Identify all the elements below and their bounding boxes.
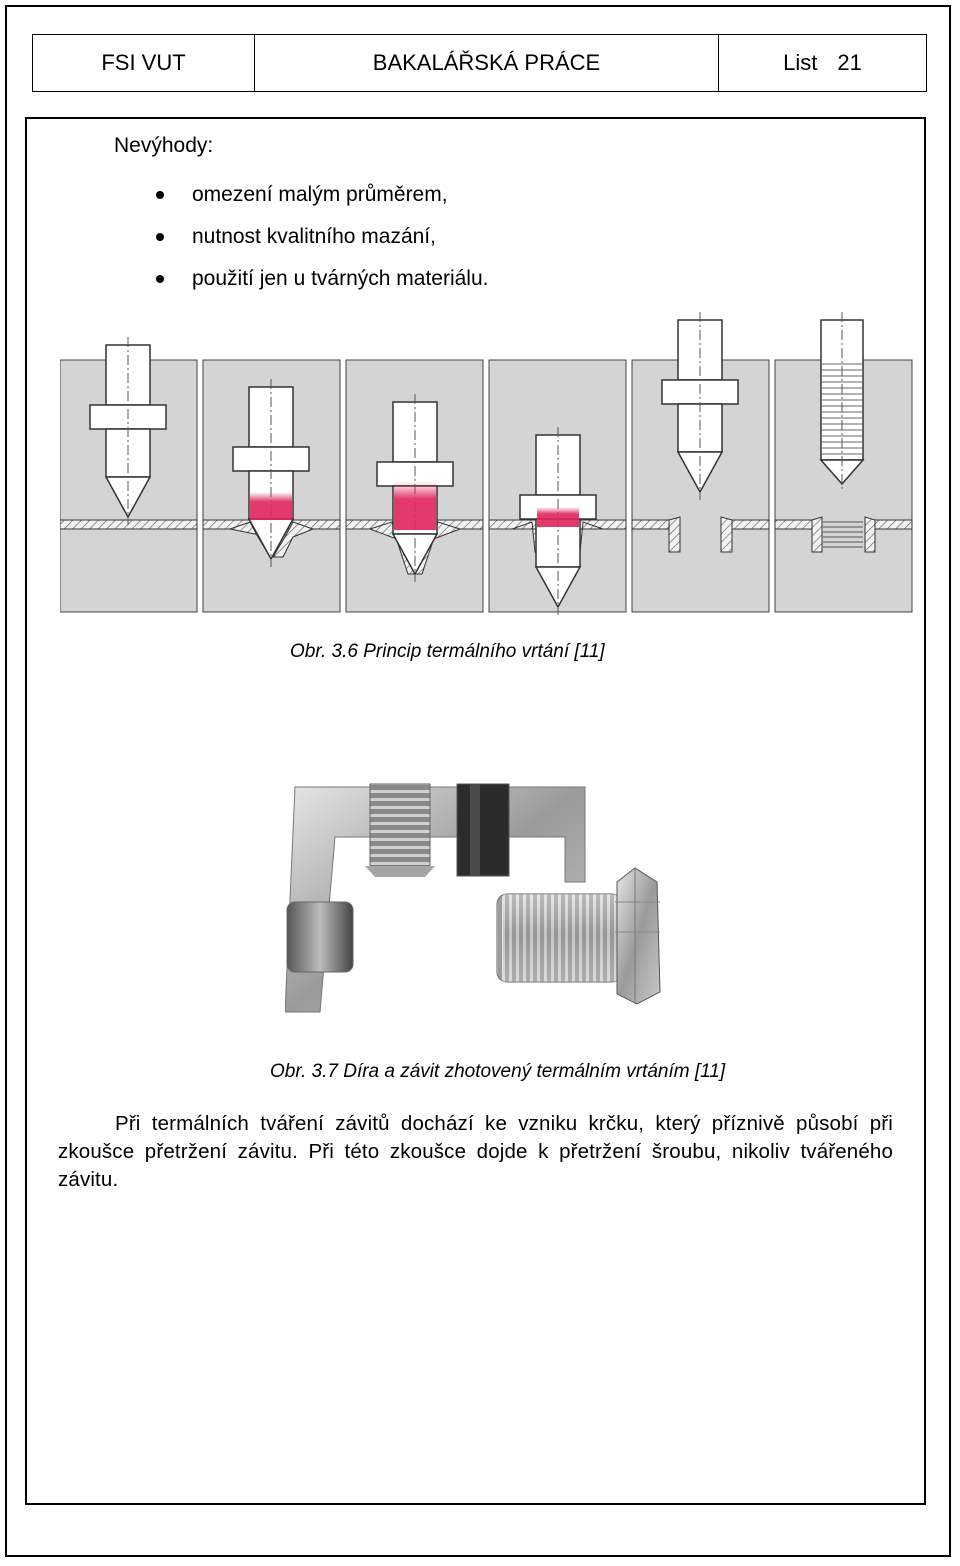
body-paragraph: Při termálních tváření závitů dochází ke… bbox=[58, 1112, 893, 1191]
disadvantages-list: omezení malým průměrem, nutnost kvalitní… bbox=[150, 174, 488, 300]
stage-2-panel bbox=[202, 359, 341, 613]
list-item: nutnost kvalitního mazání, bbox=[150, 216, 488, 258]
header-page: List 21 bbox=[719, 35, 926, 91]
header-page-number: 21 bbox=[837, 50, 862, 75]
list-item: omezení malým průměrem, bbox=[150, 174, 488, 216]
stage-6-panel bbox=[774, 312, 913, 613]
page-border bbox=[5, 5, 951, 1557]
threaded-hole-photo bbox=[285, 783, 661, 1013]
list-item: použití jen u tvárných materiálu. bbox=[150, 258, 488, 300]
header-page-label: List bbox=[783, 50, 818, 75]
bullet-icon bbox=[156, 233, 164, 241]
figure-1-caption: Obr. 3.6 Princip termálního vrtání [11] bbox=[290, 641, 605, 662]
content-border bbox=[25, 117, 926, 1505]
thermal-drilling-diagram bbox=[60, 312, 913, 616]
stage-4-panel bbox=[488, 359, 627, 616]
section-heading: Nevýhody: bbox=[114, 134, 214, 157]
header-title: BAKALÁŘSKÁ PRÁCE bbox=[255, 35, 719, 91]
bullet-icon bbox=[156, 275, 164, 283]
header-institution: FSI VUT bbox=[33, 35, 255, 91]
stage-3-panel bbox=[345, 359, 484, 613]
figure-2-caption: Obr. 3.7 Díra a závit zhotovený termální… bbox=[270, 1061, 726, 1082]
page-header: FSI VUT BAKALÁŘSKÁ PRÁCE List 21 bbox=[32, 34, 927, 92]
stage-1-panel bbox=[60, 336, 198, 613]
stage-5-panel bbox=[631, 312, 770, 613]
bullet-icon bbox=[156, 191, 164, 199]
